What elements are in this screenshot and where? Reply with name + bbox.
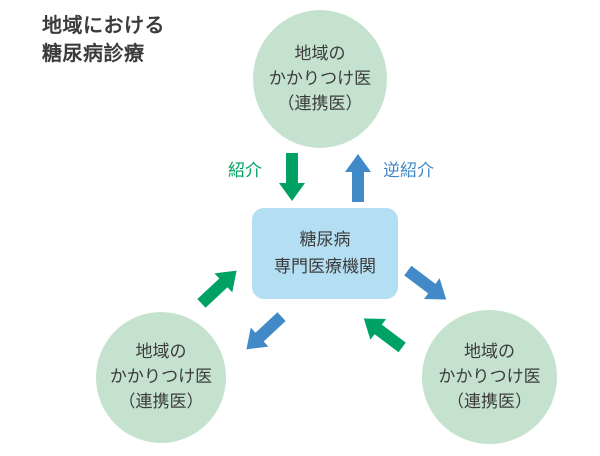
node-top-family-doctor-line1: 地域の (294, 43, 346, 64)
node-top-family-doctor: 地域の かかりつけ医 （連携医） (253, 10, 387, 148)
node-bottom-right-family-doctor: 地域の かかりつけ医 （連携医） (422, 310, 557, 444)
referral-up-left-arrow-icon (363, 318, 406, 353)
referral-down-arrow-shape (279, 153, 305, 201)
node-diabetes-specialist-institution: 糖尿病 専門医療機関 (252, 208, 398, 299)
referral-up-right-arrow-icon (197, 270, 237, 308)
node-bottom-left-family-doctor: 地域の かかりつけ医 （連携医） (96, 312, 226, 443)
referral-label: 紹介 (228, 161, 262, 181)
diagram-title: 地域における 糖尿病診療 (42, 11, 165, 67)
node-bottom-right-family-doctor-line3: （連携医） (447, 391, 532, 412)
referral-up-right-arrow-shape (197, 270, 237, 308)
node-diabetes-specialist-line2: 専門医療機関 (274, 256, 376, 277)
referral-down-arrow-icon (279, 153, 305, 201)
node-bottom-left-family-doctor-line1: 地域の (135, 342, 187, 362)
diagram-title-line2: 糖尿病診療 (42, 41, 145, 65)
reverse-referral-down-right-arrow-shape (404, 265, 447, 300)
node-bottom-right-family-doctor-line1: 地域の (464, 341, 515, 362)
node-top-family-doctor-line3: （連携医） (277, 93, 363, 114)
diagram-title-line1: 地域における (42, 13, 165, 37)
reverse-referral-up-arrow-icon (345, 154, 371, 202)
reverse-referral-down-left-arrow-icon (246, 312, 286, 350)
reverse-referral-label: 逆紹介 (383, 161, 434, 181)
node-top-family-doctor-line2: かかりつけ医 (268, 68, 372, 89)
referral-up-left-arrow-shape (363, 318, 406, 353)
node-diabetes-specialist-line1: 糖尿病 (299, 229, 351, 250)
reverse-referral-up-arrow-shape (345, 154, 371, 202)
node-bottom-right-family-doctor-line2: かかりつけ医 (438, 366, 541, 387)
reverse-referral-down-left-arrow-shape (246, 312, 286, 350)
node-bottom-left-family-doctor-line3: （連携医） (118, 392, 204, 412)
node-bottom-left-family-doctor-line2: かかりつけ医 (109, 367, 213, 387)
reverse-referral-down-right-arrow-icon (404, 265, 447, 300)
